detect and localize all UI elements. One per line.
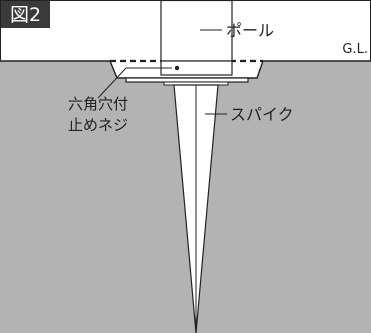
- spike-plate: [125, 77, 249, 83]
- figure-badge: [1, 1, 50, 28]
- hex-socket-set-screw: [174, 65, 180, 71]
- pole-label: ポール: [226, 21, 274, 40]
- pole: [160, 0, 233, 62]
- figure-badge-text: 図2: [10, 4, 41, 26]
- ground-level-label: G.L.: [342, 42, 368, 57]
- set-screw-label-line1: 六角穴付: [68, 95, 128, 113]
- set-screw-label-line2: 止めネジ: [68, 116, 128, 134]
- spike-label: スパイク: [230, 105, 294, 124]
- screw-leader-line: [97, 67, 127, 99]
